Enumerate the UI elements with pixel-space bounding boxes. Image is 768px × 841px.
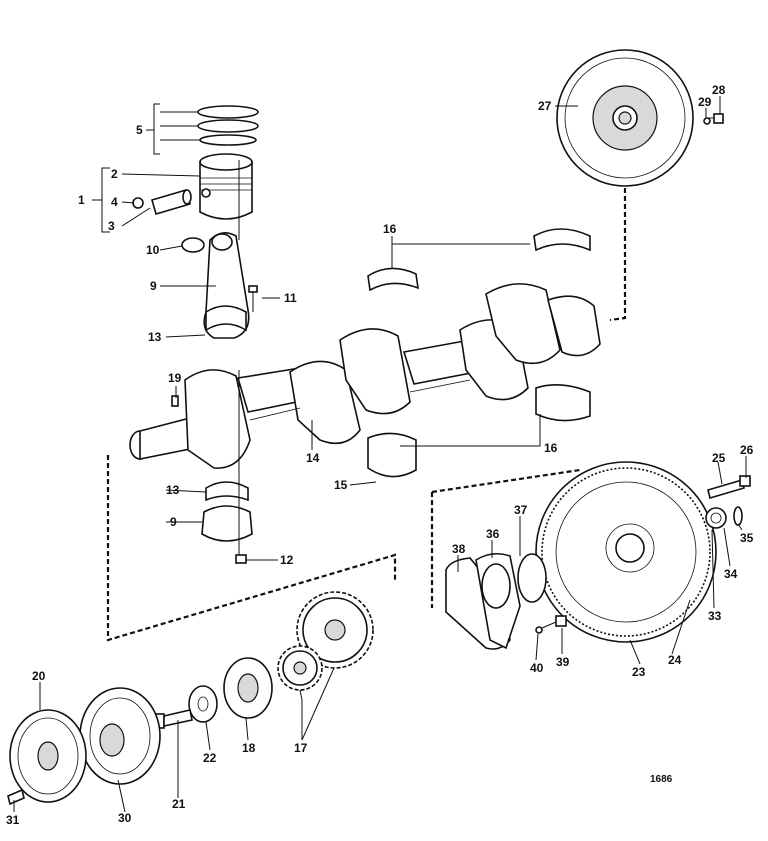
label-25: 25 [712,451,726,465]
clutch-screw [703,113,724,125]
piston-pin [151,189,192,215]
label-5: 5 [136,123,143,137]
label-9-lower: 9 [170,515,177,529]
pilot-bearing [705,506,743,529]
pulley [9,709,87,803]
label-12: 12 [280,553,294,567]
label-36: 36 [486,527,500,541]
connecting-rod [203,232,250,339]
callout-labels: 1 2 3 4 5 9 9 10 11 12 13 13 14 15 16 16… [6,83,754,827]
rod-bolt [248,285,258,312]
label-23: 23 [632,665,646,679]
label-16-upper: 16 [383,222,397,236]
label-33: 33 [708,609,722,623]
label-2: 2 [111,167,118,181]
label-21: 21 [172,797,186,811]
label-30: 30 [118,811,132,825]
leader-lines [13,96,747,813]
piston-rings [197,105,259,146]
label-15: 15 [334,478,348,492]
label-39: 39 [556,655,570,669]
label-1: 1 [78,193,85,207]
label-17: 17 [294,741,308,755]
piston [199,153,253,220]
vibration-damper [79,687,161,785]
seal-screw [535,615,567,634]
flywheel [535,461,717,643]
camshaft-gear [296,591,374,669]
label-13-lower: 13 [166,483,180,497]
label-13-upper: 13 [148,330,162,344]
drawing-reference-number: 1686 [650,774,673,785]
label-26: 26 [740,443,754,457]
crank-hub [223,657,273,719]
dashed-frame-left [106,455,397,642]
crank-gear [277,645,323,691]
circlip [132,197,144,209]
label-38: 38 [452,542,466,556]
label-27: 27 [538,99,552,113]
label-35: 35 [740,531,754,545]
spacer [188,685,218,723]
label-16-lower: 16 [544,441,558,455]
label-11: 11 [284,291,297,305]
label-22: 22 [203,751,217,765]
dashed-frame-right [430,180,627,608]
rod-cap-bearing [201,481,253,564]
label-18: 18 [242,741,256,755]
label-19: 19 [168,371,182,385]
main-bearing-shells [367,228,591,478]
clutch-disc [556,49,694,187]
rear-seal-housing [445,552,547,650]
crank-key [171,395,179,407]
label-20: 20 [32,669,46,683]
label-29: 29 [698,95,712,109]
label-4: 4 [111,195,118,209]
label-3: 3 [108,219,115,233]
label-40: 40 [530,661,544,675]
label-37: 37 [514,503,528,517]
pulley-screw [7,788,25,806]
flywheel-bolt [707,475,751,500]
label-31: 31 [6,813,20,827]
crankshaft [129,283,601,469]
label-9-upper: 9 [150,279,157,293]
label-10: 10 [146,243,160,257]
label-24: 24 [668,653,682,667]
label-34: 34 [724,567,738,581]
label-28: 28 [712,83,726,97]
dashed-link-flywheel [431,468,581,494]
label-14: 14 [306,451,320,465]
small-end-bushing [181,237,205,253]
